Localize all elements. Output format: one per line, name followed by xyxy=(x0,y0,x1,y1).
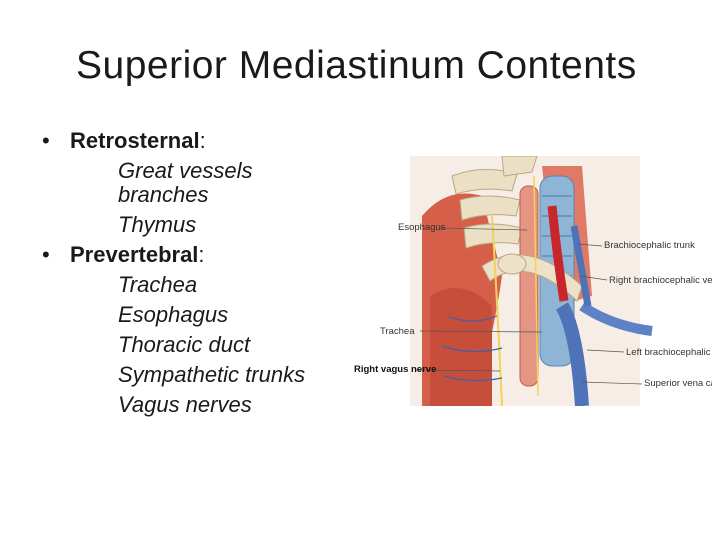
nerve-shape xyxy=(533,175,539,397)
label-brachiocephalic-trunk: Brachiocephalic trunk xyxy=(604,240,695,251)
bullet-marker: • xyxy=(42,242,50,267)
label-right-vagus-nerve: Right vagus nerve xyxy=(354,364,436,375)
label-esophagus: Esophagus xyxy=(398,222,446,233)
small-vessels xyxy=(441,315,503,382)
brachiocephalic-trunk-shape xyxy=(547,205,569,302)
label-trachea: Trachea xyxy=(380,326,415,337)
sub-item: Great vessels branches xyxy=(118,158,253,207)
sub-item: Sympathetic trunks xyxy=(118,362,306,387)
bullet-list: • Retrosternal: Great vessels branches T… xyxy=(42,126,362,420)
sub-item: Thymus xyxy=(118,212,197,237)
bullet-heading: Retrosternal: xyxy=(70,128,206,153)
muscle-region xyxy=(430,288,492,406)
right-brachiocephalic-vein-shape xyxy=(570,225,592,307)
sub-item: Vagus nerves xyxy=(118,392,252,417)
label-superior-vena-cava: Superior vena cava xyxy=(644,378,712,389)
label-left-brachiocephalic-vein: Left brachiocephalic vein xyxy=(626,347,712,358)
bullet-marker: • xyxy=(42,128,50,153)
bullet-prevertebral: • Prevertebral: xyxy=(42,240,362,270)
vertebral-column xyxy=(451,156,538,249)
vagus-nerve-shape xyxy=(491,215,503,406)
sub-item: Thoracic duct xyxy=(118,332,251,357)
brachiocephalic-vein-shape xyxy=(579,301,653,336)
bullet-retrosternal: • Retrosternal: xyxy=(42,126,362,156)
bullet-heading: Prevertebral: xyxy=(70,242,205,267)
leader-lines xyxy=(415,227,643,385)
sub-item: Trachea xyxy=(118,272,198,297)
sub-item: Esophagus xyxy=(118,302,229,327)
label-right-brachiocephalic-vein: Right brachiocephalic vein xyxy=(609,275,712,286)
superior-vena-cava-shape xyxy=(555,302,589,406)
esophagus-shape xyxy=(519,185,539,387)
mediastinum-illustration: Esophagus Brachiocephalic trunk Right br… xyxy=(354,156,712,406)
rib-head xyxy=(497,253,527,275)
slide-title: Superior Mediastinum Contents xyxy=(76,44,637,87)
